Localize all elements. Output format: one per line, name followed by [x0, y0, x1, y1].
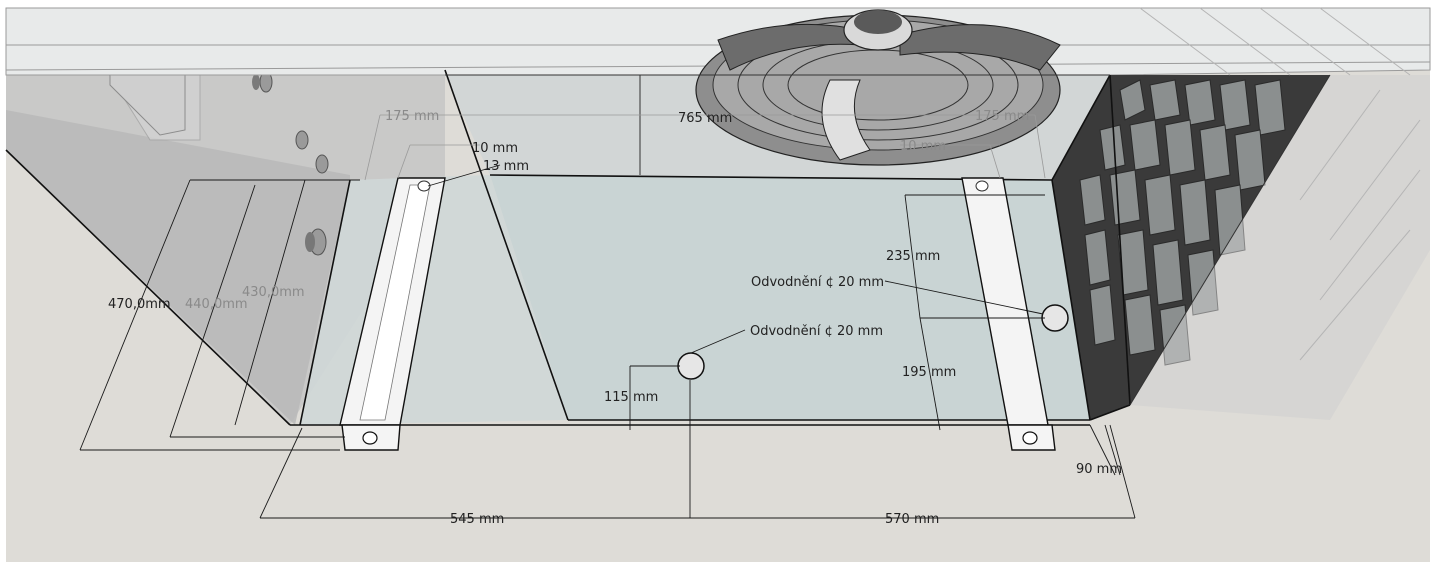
- dim-90: 90 mm: [1076, 462, 1122, 477]
- viewport-frame: [0, 0, 1436, 8]
- right-ghost-fins: [1130, 75, 1430, 420]
- grille-cells: [1079, 79, 1286, 366]
- dim-235: 235 mm: [886, 249, 940, 264]
- dim-13: 13 mm: [483, 159, 529, 174]
- pipe-fittings: [252, 71, 329, 256]
- annotation-drain-right: Odvodnění ¢ 20 mm: [751, 275, 884, 290]
- dim-430: 430,0mm: [242, 285, 305, 300]
- dim-765: 765 mm: [678, 111, 732, 126]
- annotation-drain-center: Odvodnění ¢ 20 mm: [750, 324, 883, 339]
- dimension-lines: [79, 164, 1136, 519]
- drain-hole-center[interactable]: [677, 352, 705, 380]
- dim-195: 195 mm: [902, 365, 956, 380]
- viewport-frame-bottom: [0, 562, 1436, 572]
- fan-assembly: [695, 9, 1061, 166]
- left-rail: [339, 177, 446, 451]
- dim-470: 470,0mm: [108, 297, 171, 312]
- dim-440: 440,0mm: [185, 297, 248, 312]
- dim-570: 570 mm: [885, 512, 939, 527]
- ghost-fin-lines: [1139, 7, 1421, 361]
- dim-545: 545 mm: [450, 512, 504, 527]
- viewport-frame-right: [1430, 0, 1436, 572]
- dim-10: 10 mm: [472, 141, 518, 156]
- dim-175-right: 175 mm: [975, 109, 1029, 124]
- right-rail: [961, 177, 1056, 451]
- dim-175-left: 175 mm: [385, 109, 439, 124]
- viewport-frame-left: [0, 0, 6, 572]
- dim-115: 115 mm: [604, 390, 658, 405]
- drain-hole-right[interactable]: [1041, 304, 1069, 332]
- dim-10-right: 10 mm: [900, 139, 946, 154]
- left-wall-inner-face: [6, 110, 350, 425]
- faint-dimension-lines: [364, 114, 1046, 181]
- base-plate: [490, 175, 1090, 420]
